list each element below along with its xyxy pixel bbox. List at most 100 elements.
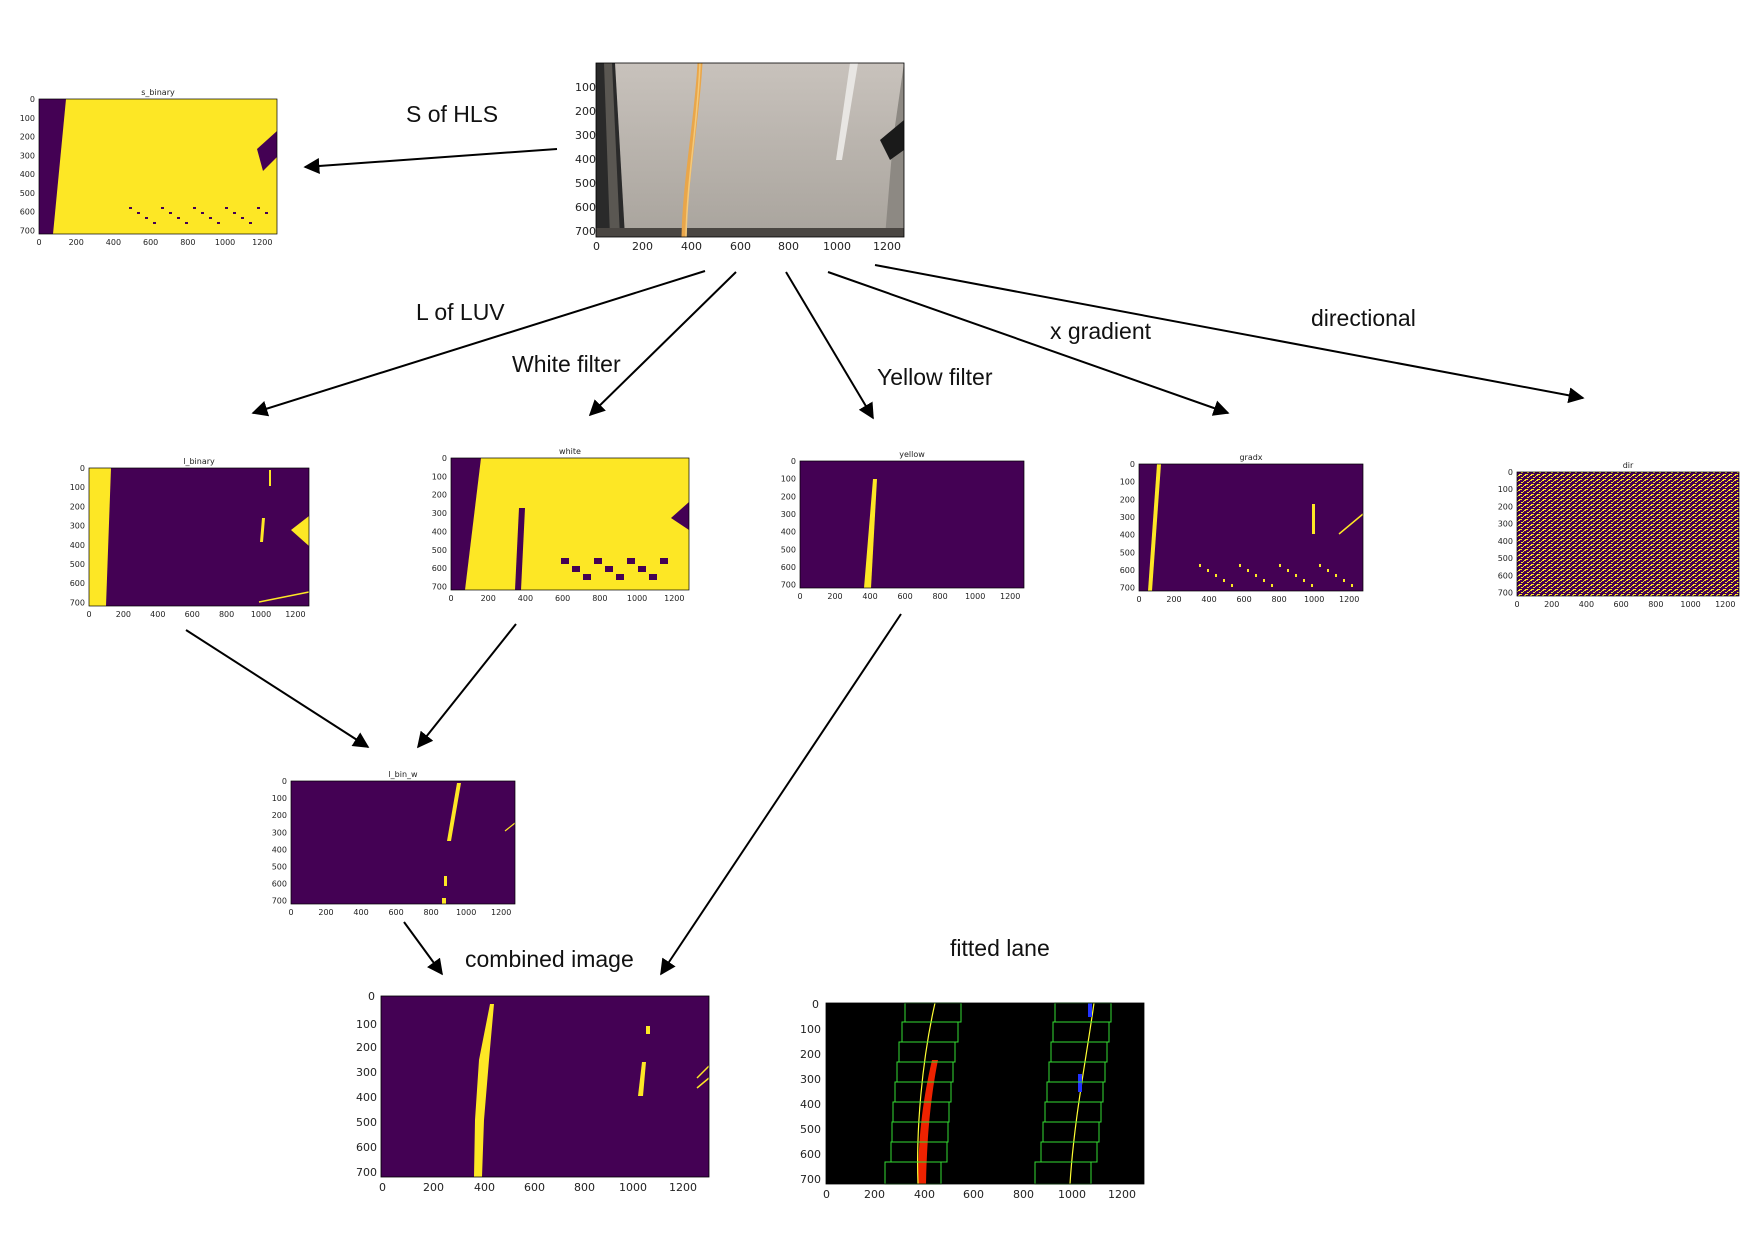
panel-title: s_binary <box>141 88 175 97</box>
svg-text:500: 500 <box>356 1116 377 1129</box>
svg-text:200: 200 <box>423 1181 444 1194</box>
combined-right-lane <box>638 1062 646 1096</box>
x-tick: 0 <box>86 610 91 619</box>
y-tick: 300 <box>432 509 447 518</box>
y-tick: 0 <box>282 777 287 786</box>
x-tick: 600 <box>897 592 912 601</box>
svg-text:200: 200 <box>632 240 653 253</box>
svg-text:200: 200 <box>864 1188 885 1201</box>
x-tick: 1200 <box>491 908 511 917</box>
svg-text:700: 700 <box>356 1166 377 1179</box>
svg-text:100: 100 <box>356 1018 377 1031</box>
arrow-to-yellow <box>785 271 874 420</box>
svg-text:700: 700 <box>800 1173 821 1186</box>
y-tick: 200 <box>781 492 796 501</box>
x-tick: 400 <box>862 592 877 601</box>
y-tick: 500 <box>781 545 796 554</box>
source-image <box>595 62 905 238</box>
y-tick: 700 <box>781 581 796 590</box>
panel-title: dir <box>1623 461 1634 470</box>
panel-image <box>291 781 515 904</box>
x-tick: 1200 <box>1339 595 1359 604</box>
x-tick: 200 <box>827 592 842 601</box>
arrow-to-gradx <box>827 271 1230 416</box>
svg-text:300: 300 <box>800 1073 821 1086</box>
panel-title: l_binary <box>183 457 215 466</box>
label-x-gradient: x gradient <box>1050 318 1152 344</box>
x-tick: 200 <box>481 594 496 603</box>
x-tick: 0 <box>1514 600 1519 609</box>
svg-text:1000: 1000 <box>823 240 851 253</box>
x-tick: 0 <box>36 238 41 247</box>
y-tick: 100 <box>1120 478 1135 487</box>
label-directional: directional <box>1311 305 1416 331</box>
svg-text:800: 800 <box>574 1181 595 1194</box>
svg-text:1200: 1200 <box>1108 1188 1136 1201</box>
y-tick: 300 <box>1120 513 1135 522</box>
arrow-white-to-lbinw <box>417 623 517 749</box>
y-tick: 700 <box>1498 589 1513 598</box>
svg-text:1000: 1000 <box>619 1181 647 1194</box>
x-tick: 800 <box>180 238 195 247</box>
svg-text:100: 100 <box>800 1023 821 1036</box>
svg-text:200: 200 <box>356 1041 377 1054</box>
y-tick: 400 <box>781 528 796 537</box>
x-tick: 800 <box>932 592 947 601</box>
svg-text:400: 400 <box>575 153 596 166</box>
svg-text:0: 0 <box>593 240 600 253</box>
panel-title: yellow <box>899 450 925 459</box>
svg-text:1200: 1200 <box>669 1181 697 1194</box>
x-tick: 0 <box>448 594 453 603</box>
svg-text:0: 0 <box>368 990 375 1003</box>
y-tick: 400 <box>1120 531 1135 540</box>
x-tick: 800 <box>423 908 438 917</box>
y-tick: 0 <box>1508 468 1513 477</box>
y-tick: 200 <box>20 133 35 142</box>
x-tick: 600 <box>1614 600 1629 609</box>
x-tick: 400 <box>1579 600 1594 609</box>
y-tick: 600 <box>20 208 35 217</box>
panel-image <box>39 99 277 234</box>
y-tick: 600 <box>1498 571 1513 580</box>
step-labels: S of HLS L of LUV White filter Yellow fi… <box>406 101 1416 972</box>
x-tick: 1200 <box>285 610 305 619</box>
y-tick: 500 <box>20 189 35 198</box>
panel-image <box>89 468 309 606</box>
svg-text:1000: 1000 <box>1058 1188 1086 1201</box>
svg-text:400: 400 <box>800 1098 821 1111</box>
svg-text:500: 500 <box>575 177 596 190</box>
right-lane-pixels <box>1088 1003 1092 1017</box>
label-white-filter: White filter <box>512 351 621 377</box>
x-tick: 0 <box>797 592 802 601</box>
x-tick: 800 <box>219 610 234 619</box>
y-tick: 200 <box>272 811 287 820</box>
x-tick: 1200 <box>1000 592 1020 601</box>
y-tick: 400 <box>70 541 85 550</box>
x-tick: 200 <box>318 908 333 917</box>
svg-text:300: 300 <box>356 1066 377 1079</box>
panel-title: white <box>559 447 581 456</box>
x-tick: 600 <box>185 610 200 619</box>
y-tick: 700 <box>20 226 35 235</box>
x-tick: 800 <box>1271 595 1286 604</box>
arrow-to-l-binary <box>251 270 706 417</box>
y-tick: 300 <box>781 510 796 519</box>
svg-text:600: 600 <box>575 201 596 214</box>
y-tick: 100 <box>272 794 287 803</box>
x-tick: 600 <box>1236 595 1251 604</box>
y-tick: 700 <box>272 897 287 906</box>
svg-text:0: 0 <box>812 998 819 1011</box>
x-tick: 0 <box>288 908 293 917</box>
x-tick: 600 <box>388 908 403 917</box>
label-l-of-luv: L of LUV <box>416 299 505 325</box>
svg-text:500: 500 <box>800 1123 821 1136</box>
